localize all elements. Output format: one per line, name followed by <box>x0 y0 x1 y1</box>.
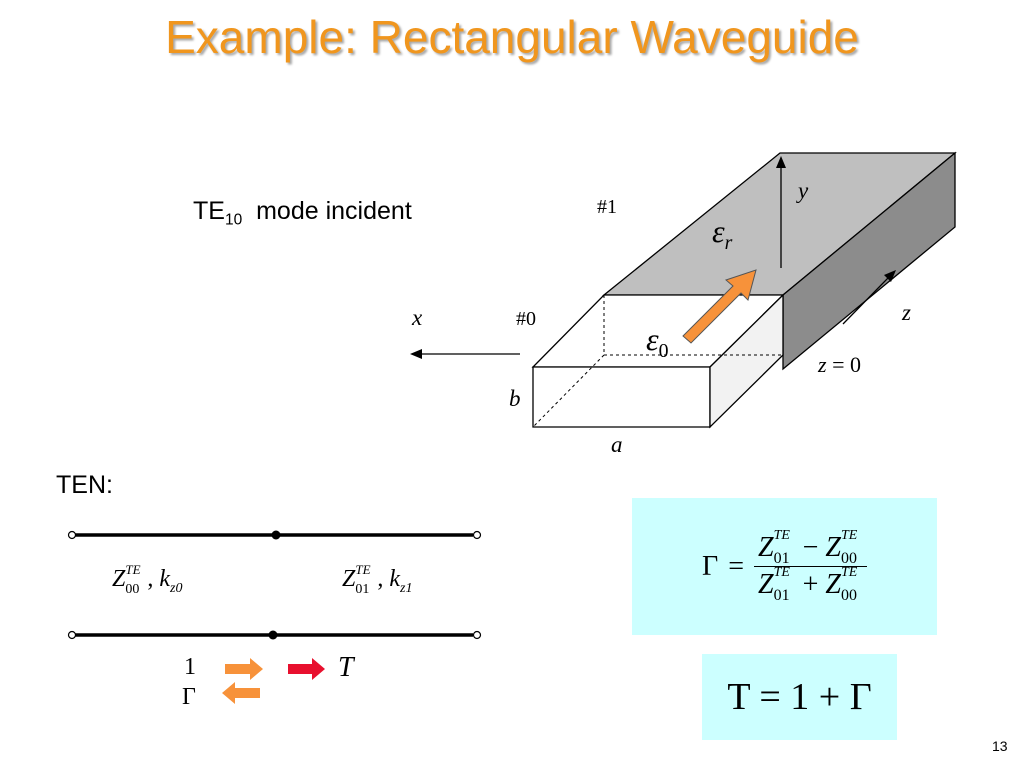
eps-r-base: ε <box>712 213 725 249</box>
eps-r-sub: r <box>724 231 733 254</box>
num-Z2-sub: 00 <box>840 550 857 567</box>
left-Z: Z <box>112 566 126 592</box>
z-axis-arrowhead <box>884 270 896 282</box>
right-Z: Z <box>342 566 356 592</box>
gamma-lhs: Γ <box>702 550 719 582</box>
eps-0-base: ε <box>646 321 659 357</box>
incident-amplitude: 1 <box>184 654 196 680</box>
z-eq-rhs: = 0 <box>832 352 861 377</box>
dim-b-label: b <box>509 386 521 411</box>
y-axis-arrowhead <box>776 156 786 168</box>
z-equals-zero: z = 0 <box>818 352 861 378</box>
slide-title: Example: Rectangular Waveguide <box>165 11 859 63</box>
mode-te: TE <box>193 197 225 225</box>
ten-top-right-terminal <box>472 530 482 540</box>
reflected-wave-arrow <box>222 682 260 704</box>
right-Z-sub: 01 <box>355 582 370 597</box>
transmitted-wave-arrow <box>288 658 325 680</box>
incident-arrow <box>682 269 757 344</box>
left-k-sub: z0 <box>170 581 183 596</box>
mode-label: TE10 mode incident <box>193 197 412 229</box>
ten-label: TEN: <box>56 471 113 499</box>
den-Z2-sub: 00 <box>840 587 857 604</box>
num-Z1: Z <box>758 532 774 563</box>
reflection-label: Γ <box>182 684 196 710</box>
right-k-sub: z1 <box>400 581 413 596</box>
hidden-edge-diagonal <box>532 354 605 428</box>
num-Z1-sup: TE <box>773 528 790 543</box>
port1-label: #1 <box>597 196 617 218</box>
den-Z1-sup: TE <box>773 565 790 580</box>
ten-bottom-left-terminal <box>67 630 77 640</box>
num-minus: − <box>802 532 819 563</box>
den-Z2: Z <box>825 569 841 600</box>
ten-top-junction <box>271 530 281 540</box>
right-Z-sup: TE <box>355 562 371 577</box>
empty-side-face <box>709 293 784 429</box>
ten-bottom-right-terminal <box>472 630 482 640</box>
transmission-label: T <box>338 652 354 683</box>
axis-y-label: y <box>798 178 809 203</box>
eps-0-label: ε0 <box>646 321 669 363</box>
dim-a-label: a <box>611 432 623 457</box>
den-Z1: Z <box>758 569 774 600</box>
x-axis-arrowhead <box>410 349 422 359</box>
t-equation-box: T = 1 + Γ <box>702 654 897 740</box>
port0-label: #0 <box>516 308 536 330</box>
ten-top-left-terminal <box>67 530 77 540</box>
ten-bottom-junction <box>268 630 278 640</box>
z-eq-lhs: z <box>818 352 827 377</box>
right-k: k <box>389 566 401 592</box>
den-Z1-sub: 01 <box>773 587 790 604</box>
empty-front-face <box>532 366 711 428</box>
page-number: 13 <box>992 738 1008 754</box>
eps-0-sub: 0 <box>658 339 669 362</box>
axis-z-label: z <box>902 300 911 325</box>
t-equation: T = 1 + Γ <box>727 676 872 718</box>
num-Z2-sup: TE <box>840 528 858 543</box>
left-k: k <box>159 566 171 592</box>
z-axis-line <box>842 275 891 325</box>
gamma-eq-sign: = <box>728 550 745 582</box>
eps-r-label: εr <box>712 213 732 255</box>
mode-rest: mode incident <box>256 197 412 225</box>
den-Z2-sup: TE <box>840 565 858 580</box>
left-Z-sub: 00 <box>125 582 140 597</box>
num-Z1-sub: 01 <box>773 550 790 567</box>
num-Z2: Z <box>825 532 841 563</box>
mode-te-sub: 10 <box>224 211 243 229</box>
left-Z-sup: TE <box>125 562 141 577</box>
den-plus: + <box>802 569 819 600</box>
incident-wave-arrow <box>225 658 263 680</box>
axis-x-label: x <box>412 305 423 330</box>
